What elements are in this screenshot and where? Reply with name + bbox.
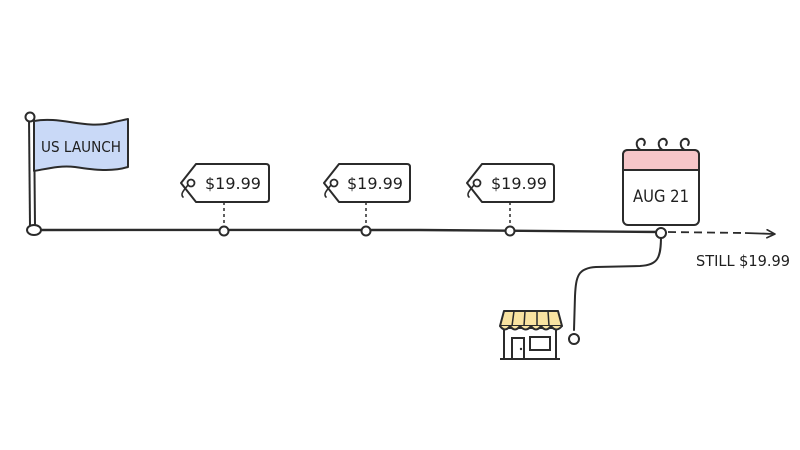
- store-door: [511, 337, 525, 360]
- flag-cloth: [33, 118, 129, 172]
- price-tag-1-body: [180, 163, 270, 203]
- price-tag-1: $19.99: [180, 163, 270, 237]
- price-tag-3-label: $19.99: [491, 174, 547, 193]
- still-price-label: STILL $19.99: [696, 252, 790, 270]
- price-tag-1-hole-icon: [186, 178, 196, 188]
- calendar-label: AUG 21: [633, 187, 689, 207]
- price-tag-1-string: [181, 184, 189, 198]
- calendar-ring-1-icon: [635, 137, 646, 151]
- price-tag-2-hole-icon: [329, 178, 339, 188]
- storefront-icon: [499, 310, 563, 360]
- route-line: [573, 235, 662, 331]
- awning-stripe-4: [547, 310, 550, 327]
- price-tag-2-body: [323, 163, 411, 203]
- us-launch-flag: US LAUNCH: [24, 111, 129, 236]
- store-window: [529, 336, 551, 351]
- calendar-aug-21: AUG 21: [622, 137, 700, 226]
- timeline: [32, 228, 776, 239]
- store-awning: [499, 310, 563, 327]
- timeline-node-2: [360, 225, 372, 237]
- timeline-line: [32, 228, 664, 234]
- flag-pole-top: [24, 111, 36, 123]
- store-route: [568, 227, 667, 345]
- price-tag-2: $19.99: [323, 163, 411, 237]
- flag-label: US LAUNCH: [41, 138, 121, 156]
- store-door-knob: [519, 347, 523, 351]
- flag-base-node: [26, 224, 42, 236]
- price-tag-3: $19.99: [466, 163, 555, 237]
- timeline-node-1: [218, 225, 230, 237]
- route-end-node: [568, 333, 580, 345]
- timeline-node-aug-21: [655, 227, 667, 239]
- timeline-continuation-dashed: [667, 231, 746, 234]
- calendar-ring-3-icon: [679, 137, 690, 151]
- price-tag-1-label: $19.99: [205, 174, 261, 193]
- calendar-ring-2-icon: [657, 137, 668, 151]
- price-tag-2-string: [324, 184, 332, 198]
- store-awning-scallops: [499, 325, 563, 331]
- flag-pole-left: [28, 117, 31, 227]
- timeline-arrow: [744, 228, 776, 239]
- awning-stripe-1: [511, 310, 515, 327]
- timeline-node-3: [504, 225, 516, 237]
- awning-stripe-2: [523, 310, 526, 327]
- price-tag-3-body: [466, 163, 555, 203]
- price-tag-3-hole-icon: [472, 178, 482, 188]
- price-tag-3-string: [467, 184, 475, 198]
- calendar-header: [622, 149, 700, 171]
- price-tag-2-label: $19.99: [347, 174, 403, 193]
